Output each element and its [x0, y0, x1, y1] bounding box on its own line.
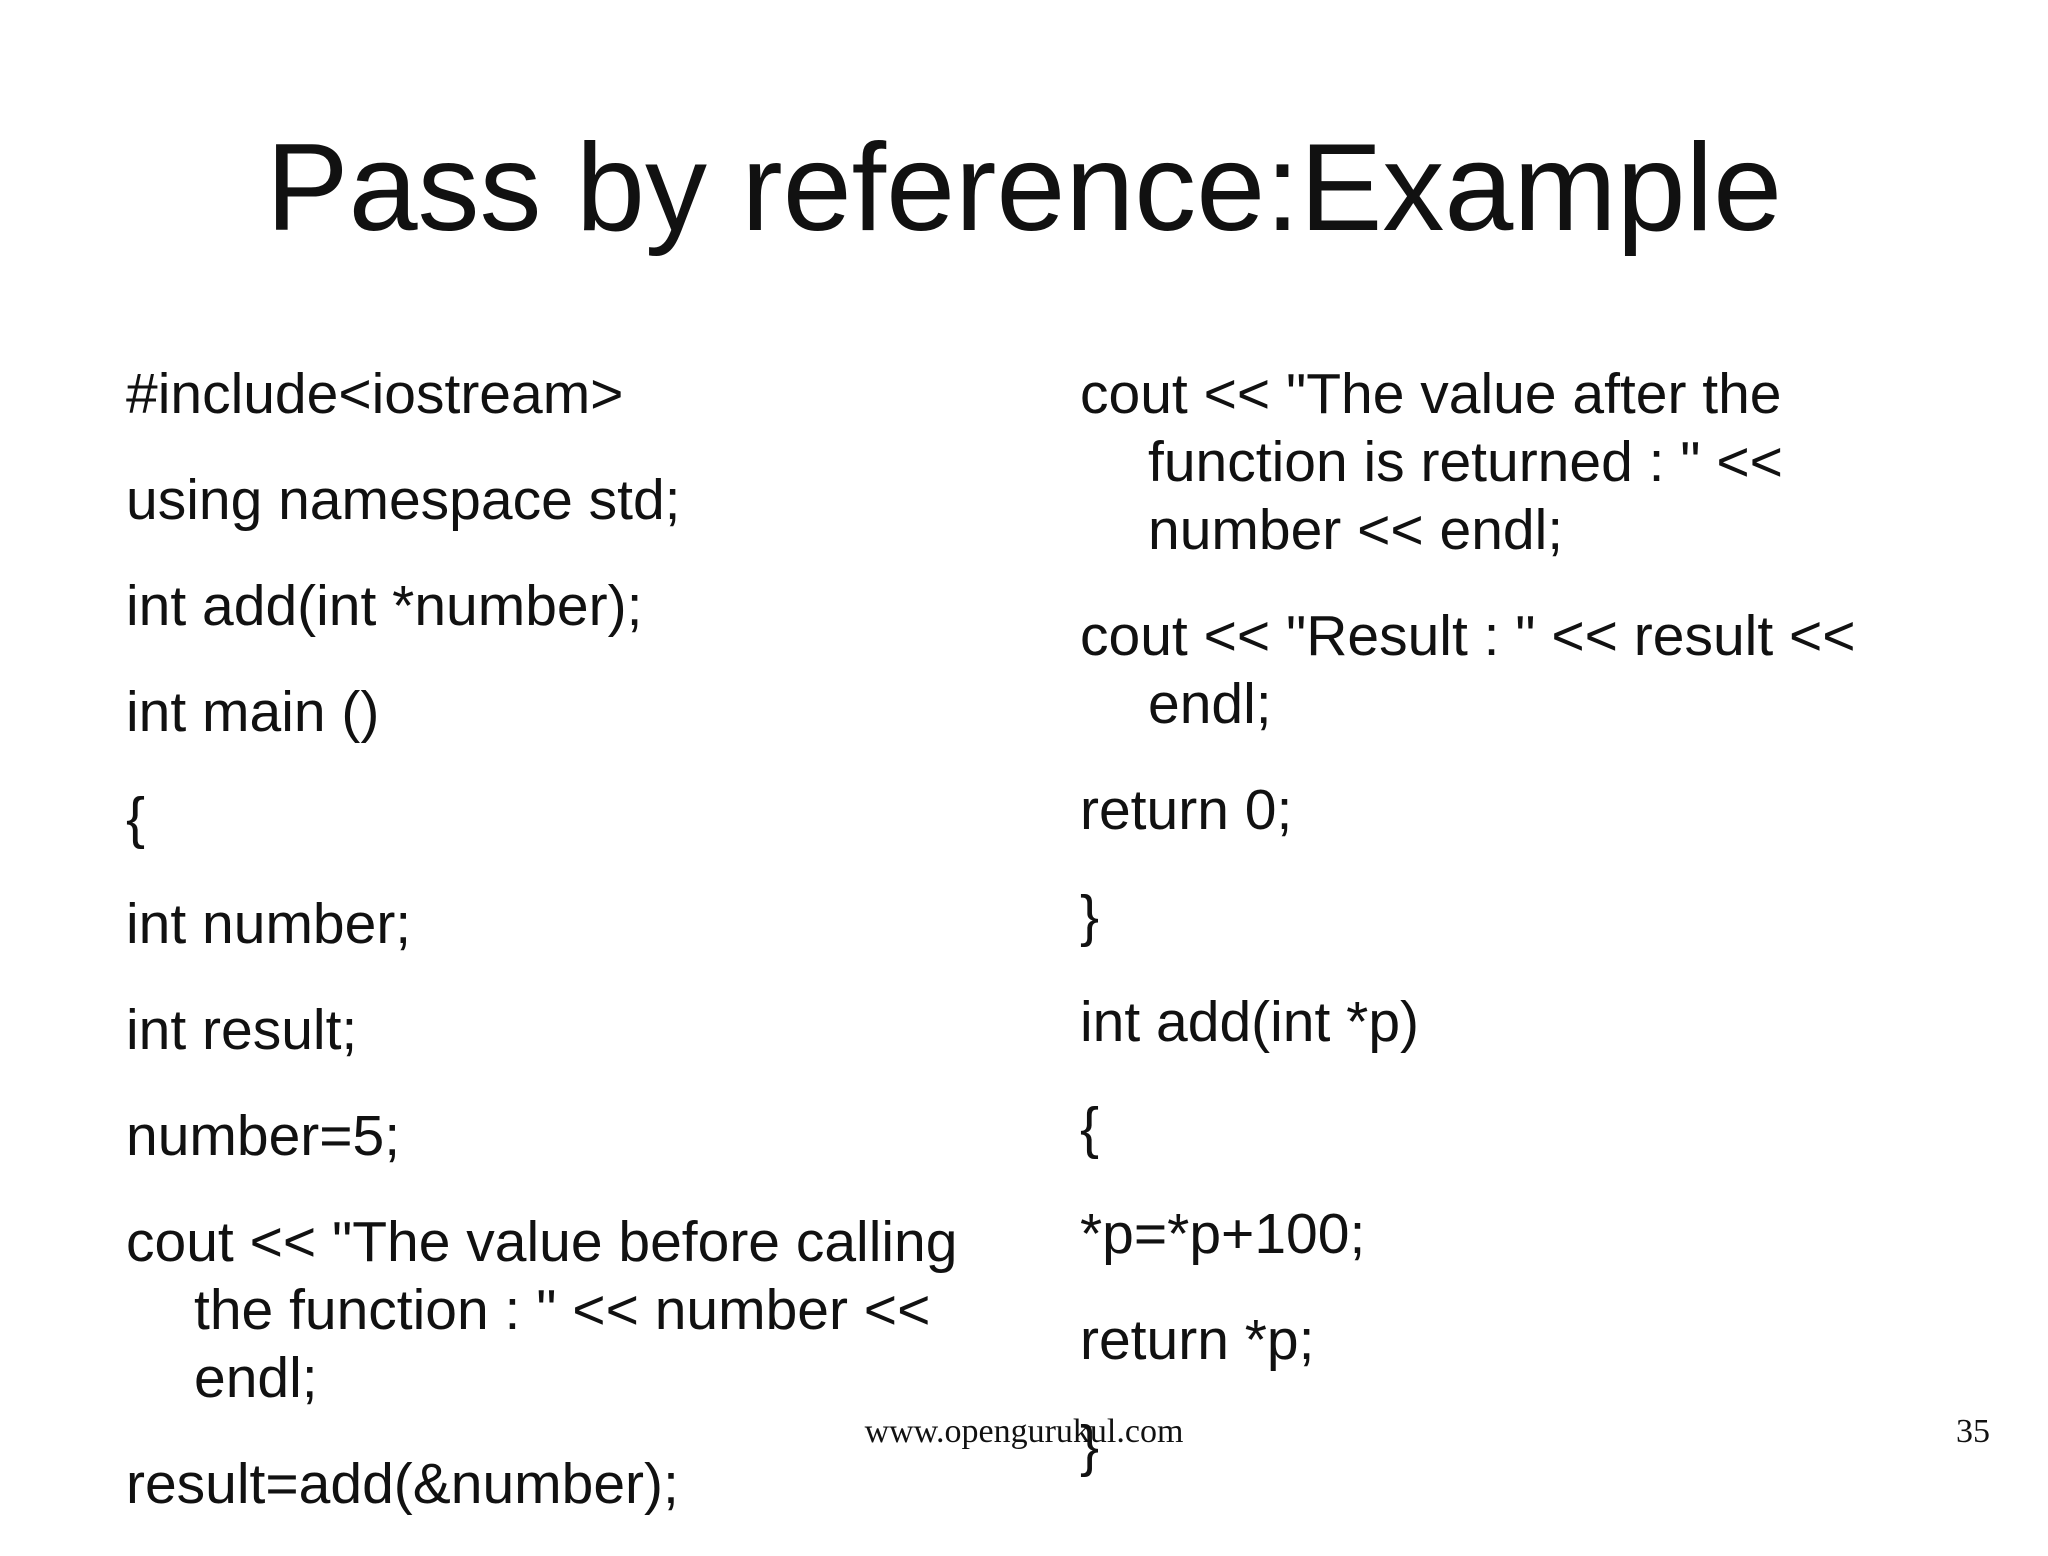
code-line: int number;	[126, 892, 412, 956]
code-line: int add(int *number);	[126, 574, 643, 638]
code-line: #include<iostream>	[126, 362, 624, 426]
code-line: result=add(&number);	[126, 1452, 679, 1516]
code-line: number=5;	[126, 1104, 401, 1168]
code-line: return *p;	[1080, 1308, 1315, 1372]
code-line: cout << "The value before calling the fu…	[126, 1210, 958, 1410]
footer-url: www.opengurukul.com	[864, 1413, 1184, 1450]
code-column-left: #include<iostream> using namespace std; …	[126, 360, 1006, 1556]
code-line: int result;	[126, 998, 358, 1062]
slide-title: Pass by reference:Example	[265, 119, 1783, 257]
code-line: *p=*p+100;	[1080, 1202, 1366, 1266]
code-line: int main ()	[126, 680, 380, 744]
code-line: {	[126, 786, 146, 850]
code-line: {	[1080, 1096, 1100, 1160]
code-line: }	[1080, 884, 1100, 948]
code-line: using namespace std;	[126, 468, 681, 532]
code-line: cout << "The value after the function is…	[1080, 362, 1783, 562]
code-line: int add(int *p)	[1080, 990, 1420, 1054]
code-column-right: cout << "The value after the function is…	[1080, 360, 1980, 1518]
slide-number: 35	[1956, 1413, 1990, 1450]
code-line: return 0;	[1080, 778, 1293, 842]
code-line: }	[1080, 1414, 1100, 1478]
code-line: cout << "Result : " << result << endl;	[1080, 604, 1856, 736]
